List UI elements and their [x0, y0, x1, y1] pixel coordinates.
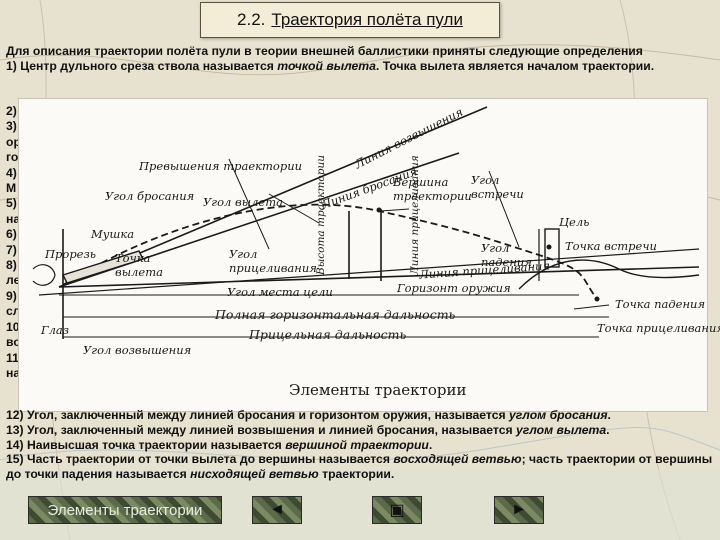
label-aim-point: Точка прицеливания: [597, 321, 720, 335]
label-meeting-point: Точка встречи: [565, 239, 657, 253]
label-throw-angle: Угол бросания: [105, 189, 195, 203]
home-slide-button[interactable]: ▣: [372, 496, 422, 524]
definition-12: 12) Угол, заключенный между линией броса…: [6, 408, 611, 422]
label-departure-angle: Угол вылета: [203, 195, 283, 209]
figure-caption: Элементы траектории: [289, 381, 467, 399]
arrow-left-icon: ◄: [269, 501, 285, 518]
label-rear-notch: Прорезь: [45, 247, 97, 261]
definition-1: 1) Центр дульного среза ствола называетс…: [6, 58, 655, 73]
label-aim-line-vertical: Линия прицеливания: [409, 155, 421, 275]
label-eye: Глаз: [41, 323, 70, 337]
label-aim-range: Прицельная дальность: [249, 327, 407, 342]
slide-title: 2.2. Траектория полёта пули: [200, 2, 500, 38]
label-front-sight: Мушка: [91, 227, 135, 241]
trajectory-diagram: [32, 106, 700, 339]
label-elevation-angle: Угол возвышения: [83, 343, 192, 357]
prev-slide-button[interactable]: ◄: [252, 496, 302, 524]
trajectory-figure: Линия возвышения Линия бросания Превышен…: [18, 98, 720, 412]
label-trajectory-excess: Превышения траектории: [139, 159, 303, 173]
obscured-list-numbers: 2) 3) ор го 4) М 5) на 6) 7) 8) ле 9) сл…: [6, 104, 21, 380]
label-fall-angle: Угол падения: [481, 241, 532, 269]
label-weapon-horizon: Горизонт оружия: [397, 281, 511, 295]
intro-text: Для описания траектории полёта пули в те…: [6, 44, 714, 74]
label-target: Цель: [559, 215, 590, 229]
definitions-list: 12) Угол, заключенный между линией броса…: [6, 408, 716, 482]
definition-14: 14) Наивысшая точка траектории называетс…: [6, 437, 433, 452]
label-aim-angle: Угол прицеливания: [229, 247, 317, 275]
title-text: Траектория полёта пули: [271, 10, 463, 29]
label-departure-point: Точка вылета: [115, 251, 163, 279]
label-meeting-angle: Угол встречи: [471, 173, 524, 201]
definition-15: 15) Часть траектории от точки вылета до …: [6, 452, 713, 482]
title-number: 2.2.: [237, 10, 266, 29]
intro-line: Для описания траектории полёта пули в те…: [6, 44, 643, 58]
arrow-right-icon: ►: [511, 501, 527, 518]
label-full-horizontal-range: Полная горизонтальная дальность: [215, 307, 456, 322]
trajectory-elements-button[interactable]: Элементы траектории: [28, 496, 222, 524]
label-target-place-angle: Угол места цели: [227, 285, 333, 299]
label-trajectory-height: Высота траектории: [315, 155, 327, 275]
label-apex: Вершина траектории: [393, 175, 472, 203]
next-slide-button[interactable]: ►: [494, 496, 544, 524]
label-fall-point: Точка падения: [615, 297, 706, 311]
definition-13: 13) Угол, заключенный между линией возвы…: [6, 422, 610, 437]
home-icon: ▣: [389, 502, 405, 519]
